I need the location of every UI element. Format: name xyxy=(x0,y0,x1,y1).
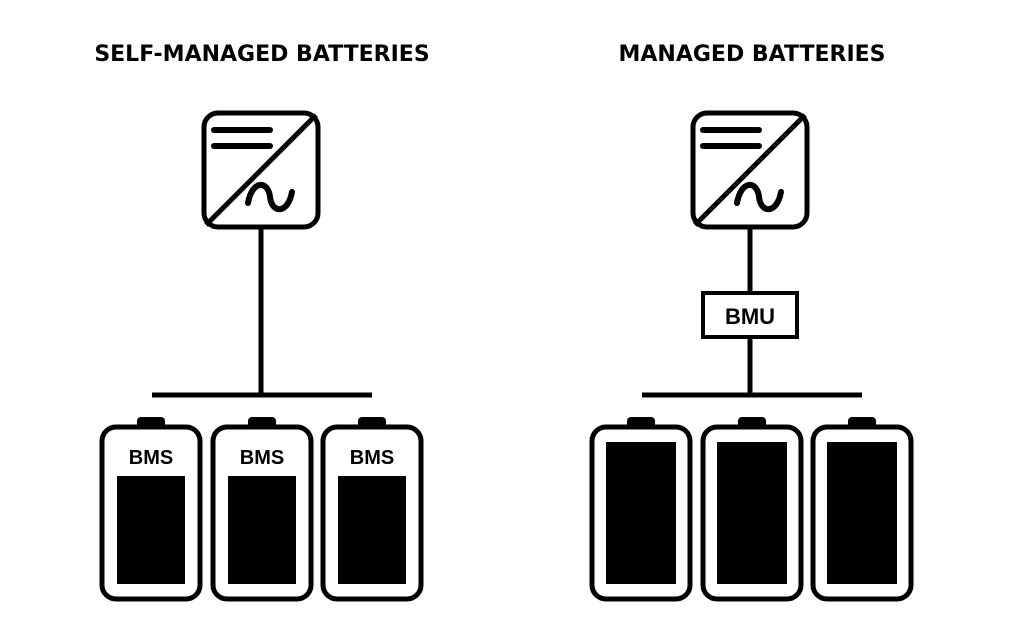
left-battery-1-label: BMS xyxy=(129,447,173,469)
left-inverter-icon xyxy=(201,110,321,230)
managed-title: MANAGED BATTERIES xyxy=(618,42,886,67)
left-battery-2-icon: BMS xyxy=(210,417,314,602)
bmu-label: BMU xyxy=(725,304,775,329)
left-battery-3-label: BMS xyxy=(350,447,394,469)
right-inverter-icon xyxy=(690,110,810,230)
left-battery-2-label: BMS xyxy=(240,447,284,469)
self-managed-title: SELF-MANAGED BATTERIES xyxy=(94,42,430,67)
right-battery-1-icon xyxy=(589,417,693,602)
right-battery-2-icon xyxy=(700,417,804,602)
bmu-box: BMU xyxy=(701,291,799,339)
left-battery-1-icon: BMS xyxy=(99,417,203,602)
left-battery-3-icon: BMS xyxy=(320,417,424,602)
right-battery-3-icon xyxy=(810,417,914,602)
